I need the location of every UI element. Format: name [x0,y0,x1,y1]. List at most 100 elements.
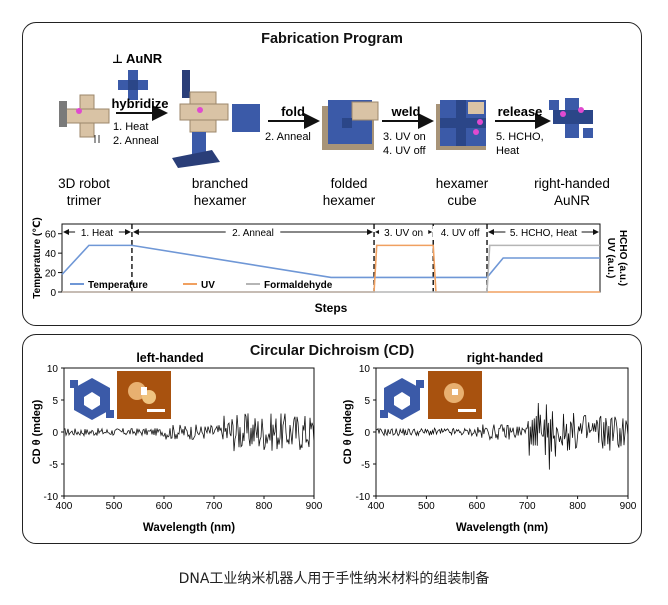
process-ytick-label-2: 40 [45,249,57,260]
process-ylabel: Temperature (℃) [32,217,43,298]
figure-caption: DNA工业纳米机器人用于手性纳米材料的组装制备 [178,571,490,587]
cd-right-xtick-label-3: 700 [519,501,536,512]
aunr-cross-icon [118,70,148,100]
step-weld-sub-1: 3. UV on [383,131,426,143]
cd-right-ytick-label-4: 10 [359,364,371,375]
process-phase-label-bg-0 [75,226,119,238]
cd-left-plot: 400 500 600 700 800 900 -10 -5 0 5 10 [44,364,323,512]
cd-right-ytick-label-1: -5 [361,460,370,471]
process-ytick-label-0: 0 [50,288,56,299]
stage-4-line-2: cube [447,193,476,208]
process-xlabel: Steps [315,301,348,315]
cd-left-ytick-label-1: -5 [49,460,58,471]
step-labels: hybridize 1. Heat 2. Anneal fold 2. Anne… [111,96,543,157]
cd-left-cd-trace [63,413,315,452]
process-phase-label-4: 5. HCHO, Heat [510,228,577,239]
cd-right-xtick-label-0: 400 [368,501,385,512]
process-ylabel-right2: HCHO (a.u.) [617,230,628,286]
process-phase-label-1: 2. Anneal [232,228,274,239]
process-legend-label-1: UV [201,280,215,291]
hexamer-cube-icon [436,100,486,150]
cd-left-title: left-handed [136,351,203,365]
cd-left-ylabel: CD θ (mdeg) [31,399,43,464]
right-model-icon [380,378,424,420]
cd-right-xtick-label-5: 900 [620,501,637,512]
cd-right-plot: 400 500 600 700 800 900 -10 -5 0 5 10 [356,364,637,512]
cd-right-xtick-label-4: 800 [569,501,586,512]
process-ylabel-right: UV (a.u.) [605,238,616,279]
process-phase-label-bg-1 [225,226,281,238]
fabrication-panel: Fabrication Program [22,22,642,326]
right-afm-image [428,371,482,419]
step-fold-sub-1: 2. Anneal [265,131,311,143]
cd-right-ytick-label-2: 0 [364,428,370,439]
stage-1-line-1: 3D robot [58,176,110,191]
cd-left-xtick-label-0: 400 [56,501,73,512]
process-phase-label-2: 3. UV on [384,228,423,239]
step-weld-label: weld [391,104,421,119]
process-legend-label-0: Temperature [88,280,148,291]
cd-right-xtick-label-1: 500 [418,501,435,512]
robot-trimer-icon [59,94,110,143]
cd-left-xtick-label-5: 900 [306,501,323,512]
stage-2-line-2: hexamer [194,193,247,208]
process-series-temperature [61,244,600,279]
stage-3-line-2: hexamer [323,193,376,208]
process-phase-label-bg-3 [432,226,488,238]
cd-left-xtick-label-3: 700 [206,501,223,512]
aunr-group: ⊥ AuNR [112,51,163,100]
fabrication-title: Fabrication Program [261,31,403,47]
step-hybridize-sub-1: 1. Heat [113,121,148,133]
process-series-formaldehyde [62,244,600,293]
stage-3-line-1: folded [331,176,368,191]
cd-right-ylabel: CD θ (mdeg) [342,399,354,464]
step-weld-sub-2: 4. UV off [383,145,427,157]
cd-left-xtick-label-2: 600 [156,501,173,512]
right-handed-aunr-icon [549,98,593,138]
cd-right-ytick-label-0: -10 [356,492,371,503]
left-afm-image [117,371,171,419]
folded-hexamer-icon [322,100,379,150]
cd-title: Circular Dichroism (CD) [249,343,415,359]
left-model-icon [70,378,114,420]
process-phase-label-bg-2 [379,226,429,238]
step-fold-label: fold [281,104,305,119]
process-phase-label-bg-4 [505,226,582,238]
process-ytick-label-1: 20 [45,269,57,280]
cd-right-title: right-handed [467,351,543,365]
cd-right-ytick-label-3: 5 [364,396,370,407]
branched-hexamer-icon [172,70,260,168]
step-release-sub-2: Heat [496,145,519,157]
step-hybridize-label: hybridize [111,96,168,111]
cd-left-xtick-label-1: 500 [106,501,123,512]
process-ytick-label-3: 60 [45,230,57,241]
stage-5-line-2: AuNR [554,193,590,208]
cd-left-xlabel: Wavelength (nm) [143,522,235,534]
aunr-label: AuNR [126,51,163,66]
cd-right-cd-trace [375,402,629,470]
stage-5-line-1: right-handed [534,176,610,191]
step-release-sub-1: 5. HCHO, [496,131,544,143]
cd-left-xtick-label-4: 800 [256,501,273,512]
step-release-label: release [498,104,543,119]
process-phase-label-3: 4. UV off [441,228,480,239]
cd-left-ytick-label-0: -10 [44,492,59,503]
stage-4-line-1: hexamer [436,176,489,191]
cd-left-ytick-label-2: 0 [52,428,58,439]
stage-1-line-2: trimer [67,193,102,208]
step-arrows [116,105,551,129]
process-legend-label-2: Formaldehyde [264,280,333,291]
cd-right-xtick-label-2: 600 [468,501,485,512]
stage-2-line-1: branched [192,176,248,191]
cd-left-ytick-label-3: 5 [52,396,58,407]
cd-right-xlabel: Wavelength (nm) [456,522,548,534]
step-hybridize-sub-2: 2. Anneal [113,135,159,147]
cd-left-ytick-label-4: 10 [47,364,59,375]
process-phase-label-0: 1. Heat [81,228,113,239]
cd-right-chart: right-handed 400 500 600 700 800 900 -10 -5 0 5 10… [342,351,637,534]
cd-panel: Circular Dichroism (CD) [22,334,642,544]
stage-names: 3D robot trimer branched hexamer folded … [58,176,610,208]
